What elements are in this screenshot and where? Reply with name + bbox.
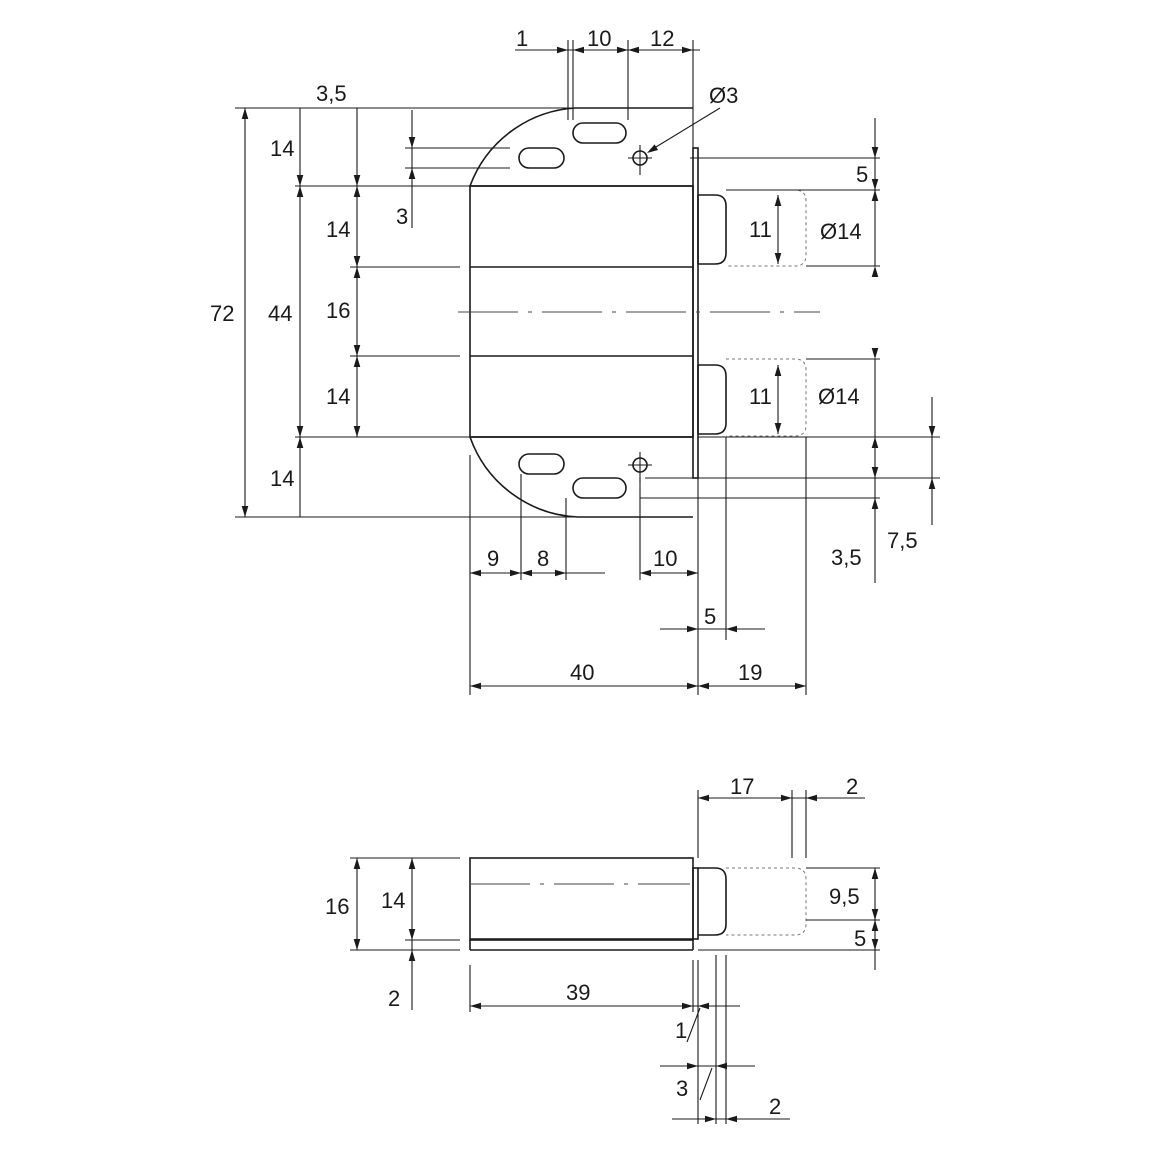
- dim-2-side-bottom: 2: [769, 1094, 781, 1119]
- side-dimension-labels: 16 14 2 39 17 2 9,5 5 1 3 2: [325, 774, 866, 1119]
- side-housing: [469, 857, 699, 951]
- dim-2-side-base: 2: [388, 986, 400, 1011]
- dim-1-top: 1: [516, 26, 528, 51]
- dim-72: 72: [210, 301, 234, 326]
- side-dimension-lines: [353, 794, 879, 1123]
- dim-11-top: 11: [749, 217, 772, 242]
- dim-8-bottom: 8: [537, 546, 549, 571]
- side-plunger: [698, 867, 807, 936]
- dim-40-bottom: 40: [570, 660, 594, 685]
- dim-5-bottom: 5: [704, 604, 716, 629]
- dim-14-left-bottom: 14: [270, 466, 294, 491]
- dim-10-top: 10: [587, 26, 611, 51]
- dim-hole-diameter: Ø3: [709, 83, 738, 108]
- dim-44: 44: [268, 301, 292, 326]
- dim-3-5-top: 3,5: [316, 81, 347, 106]
- dim-d14-top: Ø14: [820, 219, 862, 244]
- dim-12-top: 12: [650, 26, 674, 51]
- dim-17-side: 17: [730, 774, 754, 799]
- housing-body: [469, 147, 699, 479]
- dim-9-bottom: 9: [487, 546, 499, 571]
- side-view: 16 14 2 39 17 2 9,5 5 1 3 2: [325, 774, 880, 1124]
- dim-5-right: 5: [856, 162, 868, 187]
- dim-d14-bottom: Ø14: [818, 384, 860, 409]
- dim-14-side: 14: [381, 888, 405, 913]
- dim-3-side: 3: [676, 1076, 688, 1101]
- dim-19-bottom: 19: [738, 660, 762, 685]
- dim-2-side-top: 2: [846, 774, 858, 799]
- dim-14-mid-bottom: 14: [326, 384, 350, 409]
- mounting-holes: [628, 145, 652, 482]
- dimension-lines: [241, 46, 936, 690]
- dimension-labels: 72 44 14 14 14 16 14 3 3,5 1 10 12 Ø3 5 …: [210, 26, 918, 685]
- dim-39-side: 39: [566, 980, 590, 1005]
- dim-11-bottom: 11: [749, 384, 772, 409]
- dim-14-left-top: 14: [270, 136, 294, 161]
- dim-16-mid: 16: [326, 298, 350, 323]
- plunger-bottom: [697, 358, 807, 437]
- dim-7-5-right: 7,5: [887, 528, 918, 553]
- plunger-top: [697, 189, 807, 267]
- dim-9-5-side: 9,5: [829, 884, 860, 909]
- dim-16-side: 16: [325, 894, 349, 919]
- mounting-slots: [518, 122, 627, 499]
- dim-10-bottom: 10: [653, 546, 677, 571]
- dim-3-slot: 3: [396, 204, 408, 229]
- side-extension-lines: [350, 790, 880, 1124]
- dim-3-5-right: 3,5: [831, 545, 862, 570]
- top-view: 72 44 14 14 14 16 14 3 3,5 1 10 12 Ø3 5 …: [210, 26, 940, 695]
- dim-1-side: 1: [675, 1018, 687, 1043]
- extension-lines: [235, 40, 940, 695]
- dim-5-side: 5: [854, 926, 866, 951]
- dim-14-mid-top: 14: [326, 217, 350, 242]
